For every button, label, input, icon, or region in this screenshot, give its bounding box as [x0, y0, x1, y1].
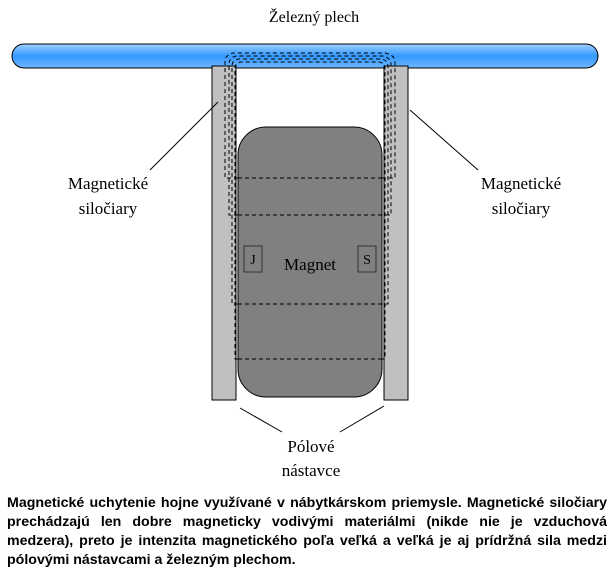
magnetic-field-lines	[224, 52, 396, 360]
pole-right-label: S	[363, 253, 371, 268]
magnetic-holder-diagram: Železný plech J S Magnet Magnetické silo…	[11, 7, 599, 480]
pole-left-box	[243, 245, 263, 273]
field-lines-right-leader	[409, 109, 479, 171]
pole-pieces-right-leader	[339, 405, 385, 433]
pole-pieces-label-1: Pólové	[287, 437, 334, 456]
magnet-label: Magnet	[284, 255, 336, 274]
field-lines-right-label-2: siločiary	[492, 199, 551, 218]
pole-pieces-left-leader	[239, 407, 283, 433]
field-lines-right-label-1: Magnetické	[481, 174, 561, 193]
iron-sheet-label: Železný plech	[269, 7, 359, 26]
pole-right-box	[357, 245, 377, 273]
field-lines-left-label-1: Magnetické	[68, 174, 148, 193]
field-lines-left-label-2: siločiary	[79, 199, 138, 218]
caption-text: Magnetické uchytenie hojne využívané v n…	[7, 495, 607, 568]
pole-left-label: J	[250, 253, 256, 268]
field-lines-left-leader	[149, 101, 219, 171]
pole-pieces-label-2: nástavce	[282, 461, 341, 480]
magnet-body	[237, 126, 383, 398]
